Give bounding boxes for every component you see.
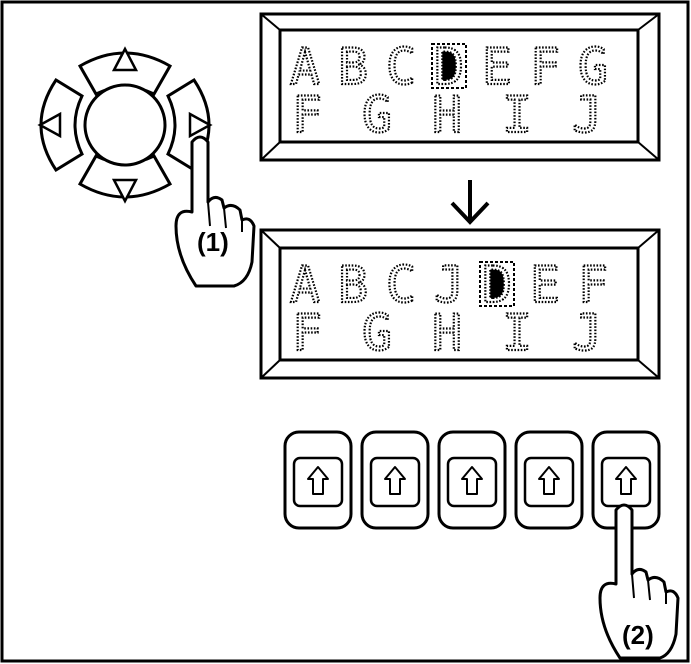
cursor-box — [479, 261, 515, 307]
lcd-char: I — [502, 86, 534, 144]
lcd-char: H — [432, 304, 464, 362]
lcd-char: E — [530, 256, 562, 314]
cursor-block — [438, 50, 456, 82]
step2-label: (2) — [622, 620, 654, 650]
lcd-char: F — [530, 38, 562, 96]
triangle-left-icon — [37, 111, 62, 139]
lcd-char: B — [338, 256, 370, 314]
lcd-char: J — [572, 304, 604, 362]
dpad-center-button[interactable] — [83, 83, 167, 167]
lcd-screen — [278, 246, 640, 362]
arrow-up-outline-icon — [538, 466, 560, 495]
triangle-right-icon — [188, 111, 213, 139]
lcd-char: I — [502, 304, 534, 362]
arrow-up-outline-icon — [461, 466, 483, 495]
lcd-char: C — [386, 256, 418, 314]
lcd-char: H — [432, 86, 464, 144]
dpad[interactable] — [37, 46, 213, 204]
lcd-char: F — [578, 256, 610, 314]
arrow-up-outline-icon — [384, 466, 406, 495]
key-row — [283, 430, 661, 530]
lcd-char: J — [572, 86, 604, 144]
lcd-char: C — [386, 38, 418, 96]
step1-label: (1) — [197, 227, 229, 257]
cursor-box — [431, 43, 467, 89]
arrow-up-outline-icon — [307, 466, 329, 495]
lcd-char: F — [292, 304, 324, 362]
arrow-down-icon — [450, 180, 490, 225]
lcd-char: A — [290, 38, 322, 96]
pointing-hand-icon-2: (2) — [598, 503, 680, 660]
pointing-hand-icon-1: (1) — [174, 135, 256, 288]
lcd-char: D — [482, 256, 514, 314]
lcd-char: B — [338, 38, 370, 96]
arrow-up-outline-icon — [615, 466, 637, 495]
cursor-block — [486, 268, 504, 300]
triangle-down-icon — [111, 178, 139, 204]
lcd-char: G — [362, 304, 394, 362]
lcd-screen — [278, 28, 640, 144]
dpad-left-button[interactable] — [39, 77, 84, 173]
lcd-char: A — [290, 256, 322, 314]
lcd-char: F — [292, 86, 324, 144]
lcd-char: J — [434, 256, 466, 314]
lcd-char: E — [482, 38, 514, 96]
lcd-char: G — [362, 86, 394, 144]
lcd-char: G — [578, 38, 610, 96]
triangle-up-icon — [111, 46, 139, 72]
lcd-char: D — [434, 38, 466, 96]
